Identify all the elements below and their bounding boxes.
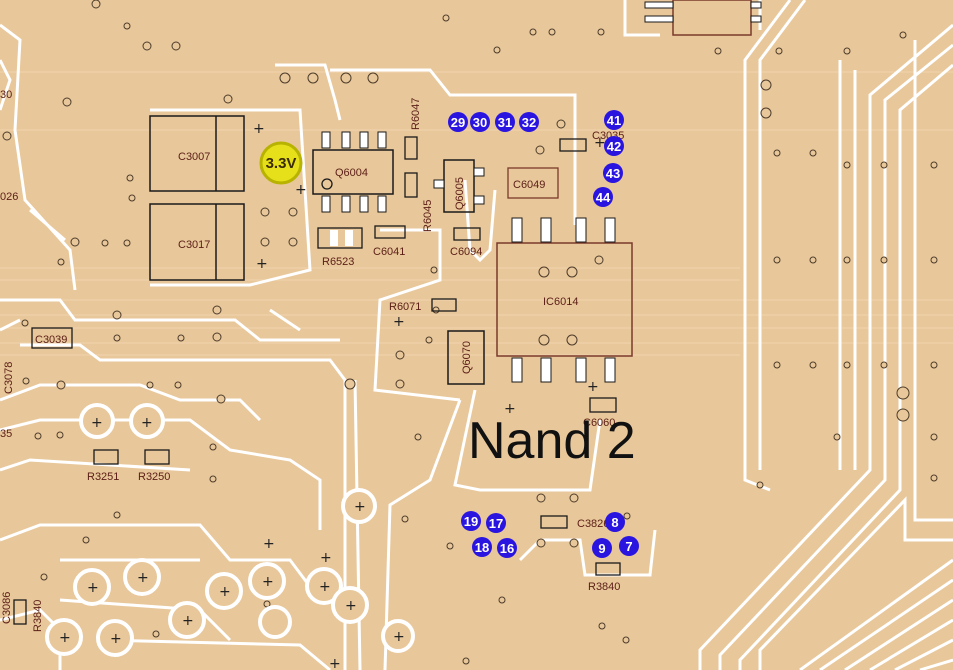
- board-title: Nand 2: [468, 412, 636, 470]
- svg-text:+: +: [345, 598, 357, 614]
- component-labels: C3007 C3017 Q6004 R6047 R6045 Q6005 C604…: [0, 89, 624, 632]
- test-point-8: 8: [611, 515, 618, 530]
- q6004-outline: [312, 131, 394, 213]
- label-c6060: C6060: [583, 417, 615, 429]
- svg-text:+: +: [295, 182, 307, 198]
- svg-text:+: +: [256, 256, 268, 272]
- test-point-18-icon[interactable]: [472, 537, 492, 557]
- svg-text:+: +: [219, 584, 231, 600]
- label-c6094: C6094: [450, 246, 482, 258]
- test-point-18: 18: [475, 540, 489, 555]
- svg-text:+: +: [329, 656, 341, 670]
- vias: [2, 0, 938, 665]
- label-c6049: C6049: [513, 179, 545, 191]
- svg-text:+: +: [393, 314, 405, 330]
- small-resistors: [13, 136, 621, 625]
- label-c3030: 30: [0, 89, 12, 101]
- svg-text:+: +: [263, 536, 275, 552]
- test-point-16: 16: [500, 541, 514, 556]
- top-chip-outline: [644, 0, 762, 36]
- ic6014-outline: [496, 217, 633, 383]
- r6523-pad: [345, 230, 353, 246]
- svg-text:+: +: [182, 613, 194, 629]
- c6049-outline: [507, 167, 559, 199]
- test-point-19-icon[interactable]: [461, 511, 481, 531]
- capacitor-outlines: [149, 115, 245, 281]
- svg-text:+: +: [141, 415, 153, 431]
- test-point-43: 43: [606, 166, 620, 181]
- test-point-29: 29: [451, 115, 465, 130]
- svg-text:+: +: [594, 135, 606, 151]
- q6070-outline: [447, 330, 485, 385]
- label-c3026: 026: [0, 191, 18, 203]
- voltage-marker-label: 3.3V: [266, 155, 297, 172]
- svg-text:+: +: [319, 579, 331, 595]
- test-point-9-icon[interactable]: [592, 538, 612, 558]
- test-point-42: 42: [607, 139, 621, 154]
- label-r3250: R3250: [138, 471, 170, 483]
- svg-text:+: +: [504, 401, 516, 417]
- svg-text:+: +: [393, 629, 405, 645]
- label-r3840: R3840: [588, 581, 620, 593]
- svg-text:+: +: [91, 415, 103, 431]
- label-r6071: R6071: [389, 301, 421, 313]
- test-point-19: 19: [464, 514, 478, 529]
- label-c3078: C3078: [3, 362, 15, 394]
- test-point-8-icon[interactable]: [605, 512, 625, 532]
- label-r6045: R6045: [422, 200, 434, 232]
- test-point-7-icon[interactable]: [619, 536, 639, 556]
- svg-text:+: +: [320, 550, 332, 566]
- label-c3007: C3007: [178, 151, 210, 163]
- svg-text:+: +: [587, 379, 599, 395]
- test-point-41-icon[interactable]: [604, 110, 624, 130]
- voltage-marker-icon: [259, 141, 303, 185]
- svg-text:+: +: [262, 574, 274, 590]
- test-point-32: 32: [522, 115, 536, 130]
- test-point-16-icon[interactable]: [497, 538, 517, 558]
- svg-text:+: +: [137, 570, 149, 586]
- test-point-7: 7: [625, 539, 632, 554]
- test-point-31: 31: [498, 115, 512, 130]
- svg-text:+: +: [354, 499, 366, 515]
- test-point-17-icon[interactable]: [486, 513, 506, 533]
- svg-text:+: +: [253, 121, 265, 137]
- test-point-29-icon[interactable]: [448, 112, 468, 132]
- test-points: 29 30 31 32 41 42 43 44 19 17 18 16 8 9 …: [448, 110, 639, 558]
- label-q6005: Q6005: [454, 177, 466, 210]
- label-q6070: Q6070: [461, 341, 473, 374]
- large-pads: [45, 403, 415, 657]
- label-r3251: R3251: [87, 471, 119, 483]
- label-c3039: C3039: [35, 334, 67, 346]
- label-q6004: Q6004: [335, 167, 368, 179]
- test-point-44: 44: [596, 190, 611, 205]
- test-point-9: 9: [598, 541, 605, 556]
- label-c6041: C6041: [373, 246, 405, 258]
- label-c3017: C3017: [178, 239, 210, 251]
- label-r3841: R3840: [32, 600, 44, 632]
- r6523-pad: [330, 230, 338, 246]
- test-point-31-icon[interactable]: [495, 112, 515, 132]
- q6005-outline: [433, 159, 485, 213]
- label-ic6014: IC6014: [543, 296, 578, 308]
- test-point-32-icon[interactable]: [519, 112, 539, 132]
- plus-markers: + + + + + + + + + + + + + + + + + + + + + + +: [59, 121, 606, 670]
- label-r6047: R6047: [410, 98, 422, 130]
- label-c3035b: 35: [0, 428, 12, 440]
- test-point-43-icon[interactable]: [603, 163, 623, 183]
- test-point-30: 30: [473, 115, 487, 130]
- label-c3086: C3086: [1, 592, 13, 624]
- test-point-41: 41: [607, 113, 621, 128]
- test-point-42-icon[interactable]: [604, 136, 624, 156]
- test-point-17: 17: [489, 516, 503, 531]
- label-c3826: C3826: [577, 518, 609, 530]
- label-r6523: R6523: [322, 256, 354, 268]
- test-point-30-icon[interactable]: [470, 112, 490, 132]
- test-point-44-icon[interactable]: [593, 187, 613, 207]
- svg-text:+: +: [59, 630, 71, 646]
- svg-text:+: +: [110, 631, 122, 647]
- svg-text:+: +: [87, 580, 99, 596]
